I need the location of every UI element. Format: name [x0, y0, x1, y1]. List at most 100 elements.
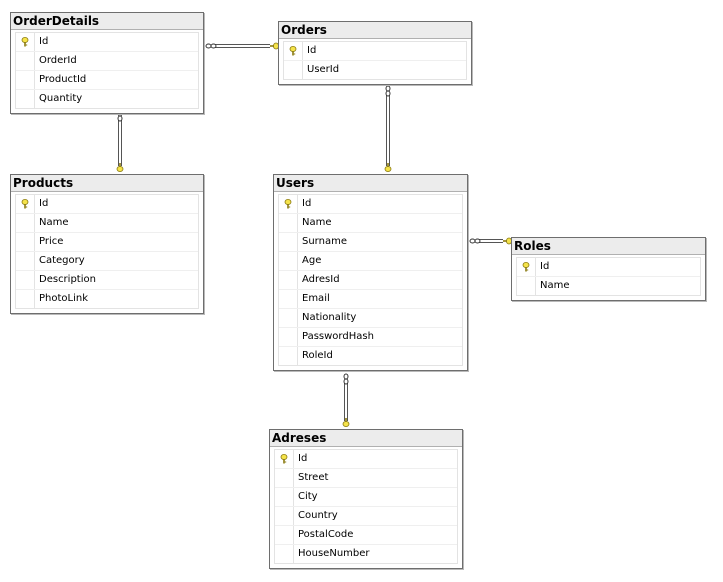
column-row[interactable]: Id [279, 195, 462, 214]
primary-key-icon [21, 37, 29, 47]
column-row[interactable]: City [275, 488, 457, 507]
column-name: Description [39, 274, 96, 285]
key-icon [116, 163, 124, 172]
column-row[interactable]: Category [16, 252, 198, 271]
column-row[interactable]: Id [517, 258, 700, 277]
column-row[interactable]: Quantity [16, 90, 198, 108]
column-name: Email [302, 293, 330, 304]
column-row[interactable]: Country [275, 507, 457, 526]
column-row[interactable]: PhotoLink [16, 290, 198, 308]
column-row[interactable]: UserId [284, 61, 466, 79]
column-row[interactable]: Nationality [279, 309, 462, 328]
primary-key-icon [21, 199, 29, 209]
column-row[interactable]: Name [16, 214, 198, 233]
key-icon [270, 42, 279, 50]
column-name: City [298, 491, 318, 502]
column-name: HouseNumber [298, 548, 370, 559]
relationship-orderdetails-products[interactable] [116, 110, 124, 172]
column-name: Id [307, 45, 317, 56]
relationship-users-adreses[interactable] [342, 373, 350, 427]
key-cell [279, 290, 298, 308]
table-title[interactable]: Roles [512, 238, 705, 255]
key-cell [275, 526, 294, 544]
column-row[interactable]: PostalCode [275, 526, 457, 545]
column-row[interactable]: Street [275, 469, 457, 488]
key-cell [517, 258, 536, 276]
column-row[interactable]: Id [284, 42, 466, 61]
column-row[interactable]: Age [279, 252, 462, 271]
primary-key-icon [280, 454, 288, 464]
key-cell [16, 233, 35, 251]
column-row[interactable]: Id [16, 33, 198, 52]
table-title[interactable]: Orders [279, 22, 471, 39]
key-cell [16, 252, 35, 270]
relationship-orders-users[interactable] [384, 85, 392, 172]
key-cell [279, 214, 298, 232]
column-name: RoleId [302, 350, 333, 361]
key-cell [279, 309, 298, 327]
key-cell [284, 42, 303, 60]
column-row[interactable]: Id [16, 195, 198, 214]
table-title[interactable]: Adreses [270, 430, 462, 447]
key-cell [279, 252, 298, 270]
column-name: Price [39, 236, 64, 247]
key-cell [275, 450, 294, 468]
column-name: Id [302, 198, 312, 209]
key-cell [279, 328, 298, 346]
relationship-users-roles[interactable] [469, 237, 512, 245]
column-name: Name [302, 217, 332, 228]
table-title[interactable]: Products [11, 175, 203, 192]
key-cell [16, 90, 35, 108]
column-row[interactable]: Id [275, 450, 457, 469]
key-cell [16, 290, 35, 308]
key-cell [16, 271, 35, 289]
column-row[interactable]: Email [279, 290, 462, 309]
infinity-icon [474, 238, 481, 244]
table-title[interactable]: Users [274, 175, 467, 192]
relationship-orderdetails-orders[interactable] [205, 42, 279, 50]
column-row[interactable]: ProductId [16, 71, 198, 90]
key-cell [279, 233, 298, 251]
column-row[interactable]: OrderId [16, 52, 198, 71]
table-title[interactable]: OrderDetails [11, 13, 203, 30]
key-cell [279, 195, 298, 213]
column-row[interactable]: AdresId [279, 271, 462, 290]
column-row[interactable]: Name [517, 277, 700, 295]
column-name: AdresId [302, 274, 340, 285]
column-row[interactable]: Price [16, 233, 198, 252]
key-cell [275, 469, 294, 487]
column-row[interactable]: Surname [279, 233, 462, 252]
column-row[interactable]: Description [16, 271, 198, 290]
infinity-icon [117, 115, 123, 122]
column-row[interactable]: RoleId [279, 347, 462, 365]
key-cell [16, 52, 35, 70]
infinity-icon [343, 373, 349, 380]
column-name: PhotoLink [39, 293, 89, 304]
infinity-icon [385, 90, 391, 97]
column-name: Id [298, 453, 308, 464]
key-icon [384, 163, 392, 172]
column-name: Id [39, 198, 49, 209]
column-name: PasswordHash [302, 331, 374, 342]
key-cell [275, 488, 294, 506]
key-icon [342, 418, 350, 427]
primary-key-icon [289, 46, 297, 56]
column-row[interactable]: HouseNumber [275, 545, 457, 563]
column-row[interactable]: PasswordHash [279, 328, 462, 347]
column-name: Street [298, 472, 329, 483]
primary-key-icon [284, 199, 292, 209]
column-row[interactable]: Name [279, 214, 462, 233]
key-cell [275, 507, 294, 525]
